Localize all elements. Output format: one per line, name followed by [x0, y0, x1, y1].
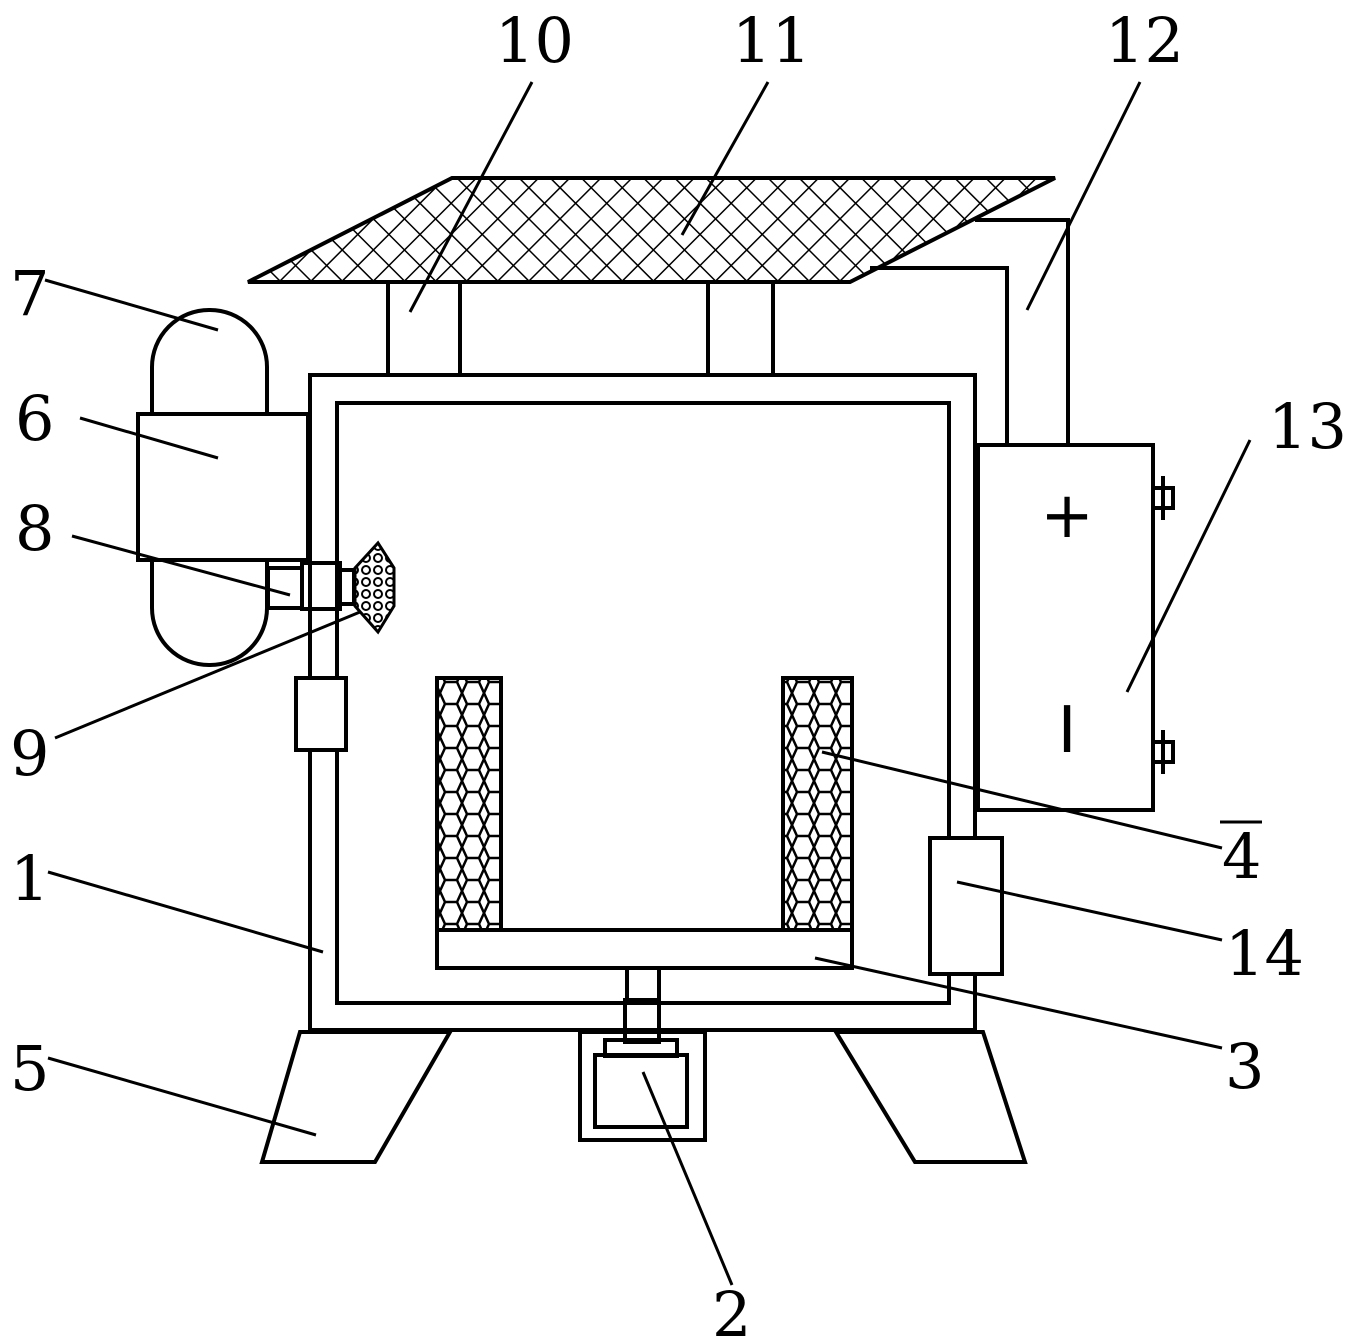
label-14: 14	[1225, 917, 1304, 990]
fan-housing	[136, 412, 310, 562]
solar-panel	[247, 176, 1056, 284]
battery-minus: I	[1058, 694, 1077, 768]
label-5: 5	[10, 1032, 49, 1105]
label-4: 4	[1222, 820, 1261, 893]
battery-plus: +	[1040, 479, 1094, 553]
rotating-tray	[435, 928, 854, 970]
nozzle-assembly	[266, 540, 396, 635]
label-11: 11	[732, 4, 811, 77]
label-8: 8	[15, 492, 54, 565]
label-7: 7	[10, 257, 49, 330]
main-box-inner	[335, 401, 951, 1005]
motor-assembly	[578, 966, 707, 1142]
label-12: 12	[1105, 4, 1184, 77]
wires	[870, 218, 1070, 445]
label-13: 13	[1268, 390, 1346, 463]
label-3: 3	[1225, 1030, 1264, 1103]
label-1: 1	[10, 842, 49, 915]
label-2: 2	[712, 1278, 751, 1344]
left-pipe	[294, 609, 348, 1030]
filter-screen-right	[781, 676, 854, 932]
left-leg	[259, 1030, 454, 1164]
right-leg	[832, 1030, 1028, 1164]
filter-screen-left	[435, 676, 503, 932]
leader-lines	[44, 81, 1252, 1286]
label-6: 6	[15, 382, 54, 455]
label-10: 10	[495, 4, 574, 77]
controller	[928, 836, 1004, 976]
label-9: 9	[10, 717, 49, 790]
support-posts	[386, 282, 775, 375]
